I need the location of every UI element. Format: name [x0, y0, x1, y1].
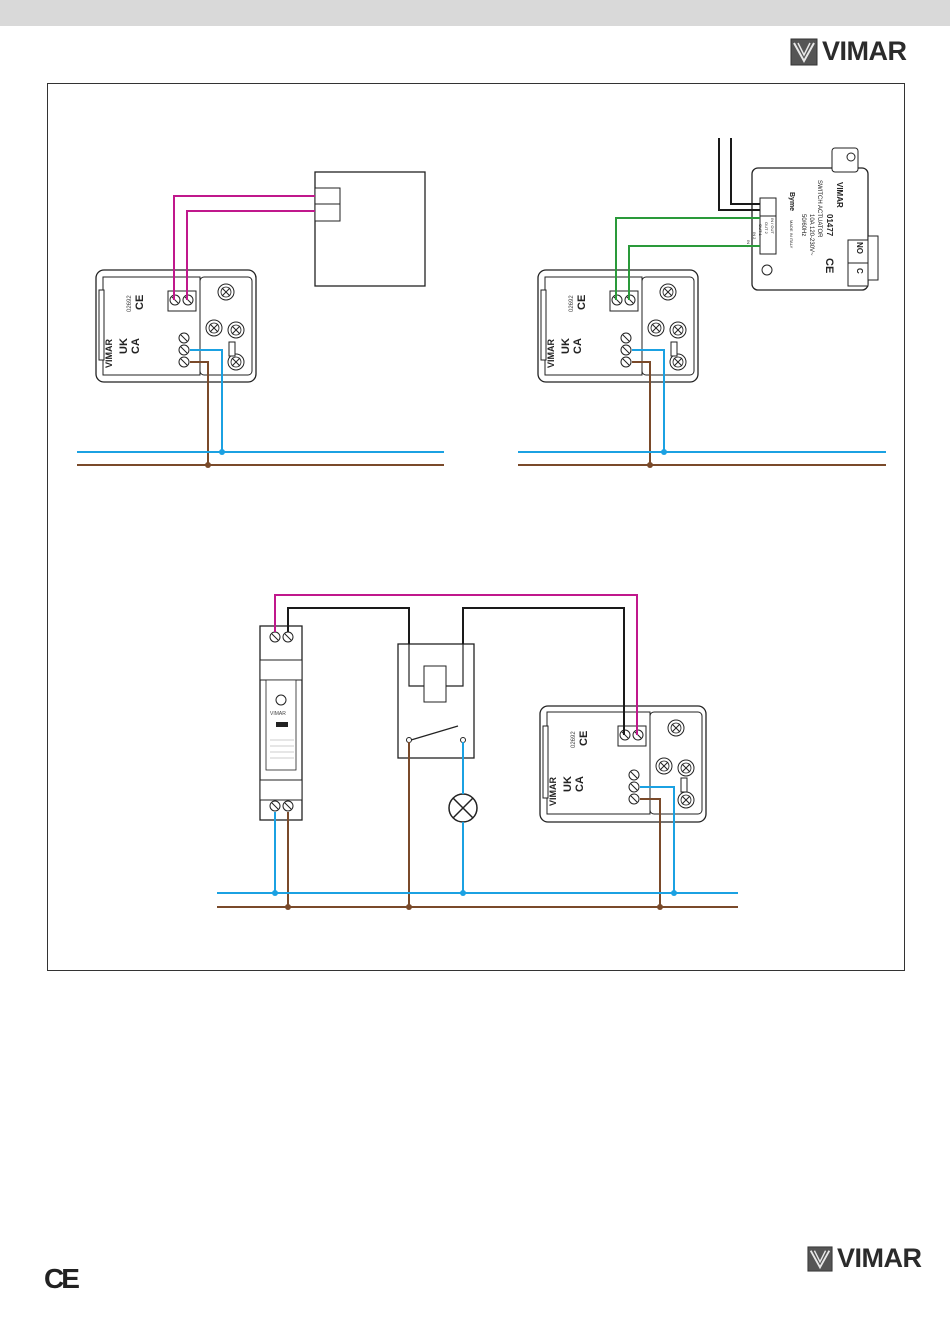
actuator-rating: 10A 120-230V~ [808, 214, 814, 256]
vimar-logo-icon [807, 1246, 833, 1272]
terminal-label-in2: IN 2 [752, 232, 757, 240]
actuator-ce-mark: CE [823, 258, 835, 273]
psu-label: VIMAR [270, 711, 286, 717]
actuator-frequency: 50/60Hz [800, 214, 806, 236]
device-brand-label: VIMAR [104, 339, 114, 369]
device-code: 02692 [569, 295, 575, 312]
ce-mark-device: CE [134, 295, 146, 310]
relay-contactor [398, 644, 474, 758]
diagram-3: VIMAR [217, 595, 738, 910]
switch-actuator-01477: NO C VIMAR 01477 SWITCH ACTUATOR 10A 120… [746, 148, 878, 290]
din-power-supply: VIMAR [260, 626, 302, 820]
terminal-label-out2: OUT 2 [764, 222, 769, 234]
actuator-brand: VIMAR [835, 182, 844, 208]
vimar-logo-footer: VIMAR [807, 1243, 922, 1274]
ce-certification-mark: CE [44, 1263, 77, 1295]
uk-mark: UK [118, 338, 130, 354]
ce-mark-device: CE [578, 731, 590, 746]
ca-mark: CA [572, 338, 584, 354]
device-brand-label: VIMAR [546, 339, 556, 369]
device-brand-label: VIMAR [548, 777, 558, 807]
relay-no-label: NO [855, 242, 864, 254]
device-code: 02692 [127, 295, 133, 312]
lamp-icon [449, 794, 477, 822]
ca-mark: CA [574, 776, 586, 792]
terminal-label-in-out: IN / OUT [770, 218, 775, 234]
diagram-1: VIMAR UK CA CE 02692 [77, 172, 444, 468]
smart-switch-module-1: VIMAR UK CA CE 02692 [96, 270, 256, 382]
terminal-label-out1: OUT 1 [758, 224, 763, 236]
uk-mark: UK [562, 776, 574, 792]
relay-c-label: C [855, 268, 864, 274]
actuator-name: SWITCH ACTUATOR [816, 180, 822, 238]
actuator-code: 01477 [825, 214, 834, 237]
smart-switch-module-2: VIMAR UK CA CE 02692 [538, 270, 698, 382]
diagram-2: VIMAR UK CA CE 02692 NO C VIMAR 01477 SW… [518, 138, 886, 468]
actuator-made: MADE IN ITALY [789, 220, 794, 249]
brand-wordmark: VIMAR [837, 1243, 922, 1274]
actuator-series: Byme [788, 192, 795, 211]
psu-to-relay-wire [288, 608, 409, 644]
ce-mark-device: CE [576, 295, 588, 310]
ca-mark: CA [130, 338, 142, 354]
device-code: 02692 [571, 731, 577, 748]
uk-mark: UK [560, 338, 572, 354]
